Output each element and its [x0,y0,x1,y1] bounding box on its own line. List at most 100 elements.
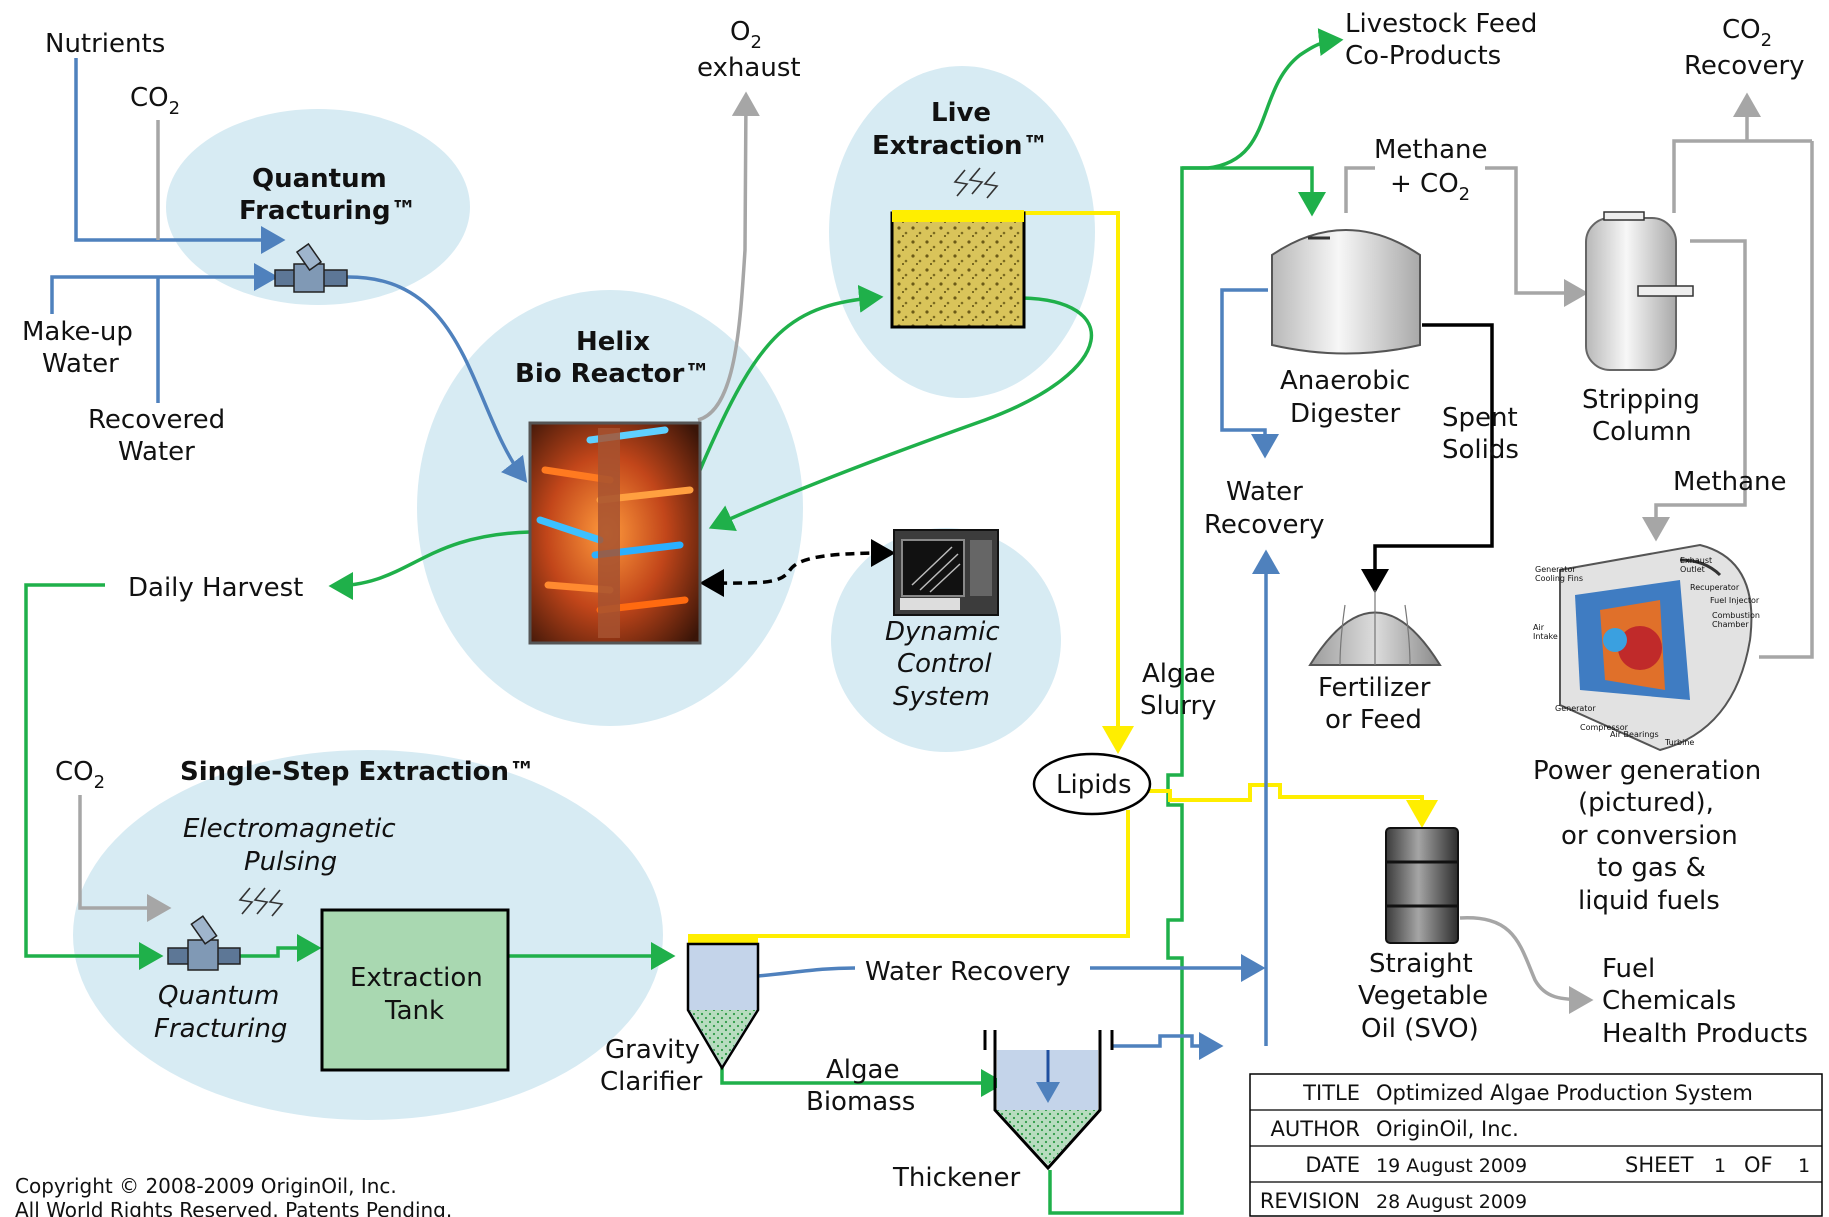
algae-slurry-label-2: Slurry [1140,691,1217,721]
title-block-revision-label: REVISION [1260,1189,1360,1213]
power-label-5: liquid fuels [1578,886,1720,916]
title-block-of-label: OF [1744,1153,1773,1177]
harvest-to-extraction-line [24,583,164,970]
turbine-label-gen-cool2: Cooling Fins [1535,574,1583,583]
power-label-1: Power generation [1533,756,1761,786]
title-block-author-value: OriginOil, Inc. [1376,1117,1519,1141]
methane-line [1642,239,1747,542]
svo-barrel [1385,827,1459,944]
spent-solids-label-1: Spent [1442,403,1518,433]
algae-biomass-label-1: Algae [826,1055,899,1085]
svo-label-1: Straight [1369,949,1473,979]
gravity-clarifier-label-1: Gravity [605,1035,700,1065]
live-extraction-lipid-line [1022,211,1134,754]
turbine-label-recuperator: Recuperator [1690,583,1740,592]
products-label-1: Fuel [1602,954,1655,984]
co2-recovery-line [1672,139,1812,213]
svo-to-products-line [1459,916,1594,1014]
gravity-clarifier [686,934,760,1071]
single-step-co2-label: CO2 [55,757,105,793]
extraction-tank-label-1: Extraction [350,963,483,993]
stripping-label-1: Stripping [1582,385,1700,415]
algae-biomass-label-2: Biomass [806,1087,915,1117]
single-step-qf-label-2: Fracturing [154,1014,287,1044]
em-pulsing-label-2: Pulsing [244,847,337,877]
fertilizer-label-2: or Feed [1325,705,1422,735]
slurry-to-digester-line [1182,166,1326,217]
stripping-column [1585,211,1694,371]
turbine-label-air-bearings: Air Bearings [1610,730,1659,739]
algae-slurry-label-1: Algae [1142,659,1215,689]
makeup-water-label-2: Water [42,349,119,379]
turbine-label-exhaust: Exhaust [1680,556,1712,565]
quantum-fracturing-bubble [166,109,470,305]
turbine-label-fuel-injector: Fuel Injector [1710,596,1760,605]
title-block-title-label: TITLE [1302,1081,1360,1105]
methane-co2-label-2: + CO2 [1390,169,1470,205]
dynamic-control-label-1: Dynamic [885,617,1000,647]
extraction-tank [320,908,510,1072]
lipids-node [1032,752,1152,816]
water-recovery-mid-label: Water Recovery [865,957,1071,987]
livestock-label-1: Livestock Feed [1345,9,1537,39]
extraction-tank-label-2: Tank [384,996,444,1026]
gravity-clarifier-label-2: Clarifier [600,1067,703,1097]
o2-exhaust-line [697,91,760,422]
live-extraction-return-line [708,296,1094,531]
reactor-to-live-extraction-line [698,284,884,471]
fracturing-to-reactor-line [345,275,528,483]
anaerobic-digester [1271,229,1421,355]
title-block-date-value: 19 August 2009 [1376,1155,1527,1177]
live-extraction-title-1: Live [931,98,991,128]
daily-harvest-label: Daily Harvest [128,573,303,603]
thickener-water-line [1112,1032,1224,1060]
copyright-line-1: Copyright © 2008-2009 OriginOil, Inc. [15,1174,397,1198]
nutrients-label: Nutrients [45,29,165,59]
title-block-date-label: DATE [1305,1153,1360,1177]
helix-title-2: Bio Reactor™ [515,359,710,389]
svo-label-2: Vegetable [1358,981,1488,1011]
dynamic-control-label-3: System [893,682,990,712]
title-block-sheet-total: 1 [1798,1155,1810,1177]
o2-label: O2 [730,17,762,53]
single-step-title: Single-Step Extraction™ [180,757,535,787]
thickener-outflow-line [1048,28,1344,1215]
svo-label-3: Oil (SVO) [1361,1014,1479,1044]
makeup-water-line [50,263,279,314]
lipids-to-svo-line [1144,783,1438,828]
turbine-label-combustion1: Combustion [1712,611,1760,620]
copyright-line-2: All World Rights Reserved. Patents Pendi… [15,1198,452,1217]
clarifier-water-line [757,966,856,978]
live-extraction-tank [890,167,1026,329]
fracturing-to-tank-line [240,934,322,962]
water-recovery-right-label-1: Water [1226,477,1303,507]
microturbine-cutaway [1559,543,1753,752]
live-extraction-title-2: Extraction™ [872,131,1048,161]
title-block: TITLE Optimized Algae Production System … [1249,1073,1823,1217]
stripping-label-2: Column [1592,417,1692,447]
co2-recovery-right-line [1759,141,1814,659]
clarifier-lipid-line [758,810,1130,938]
turbine-label-gen-cool1: Generator [1535,565,1576,574]
co2-input-label: CO2 [130,83,180,119]
control-link-line [699,539,896,598]
recovered-water-label-2: Water [118,437,195,467]
turbine-label-compressor: Compressor [1580,723,1629,732]
helix-bioreactor-image [528,421,702,645]
turbine-label-air1: Air [1533,623,1545,632]
helix-title-1: Helix [576,327,650,357]
turbine-label-outlet: Outlet [1680,565,1705,574]
spent-solids-label-2: Solids [1442,435,1519,465]
livestock-label-2: Co-Products [1345,41,1501,71]
digester-water-line [1220,288,1279,459]
dynamic-control-label-2: Control [897,649,992,679]
quantum-fracturing-title-2: Fracturing™ [239,196,417,226]
control-computer-icon [893,529,999,616]
title-block-author-label: AUTHOR [1271,1117,1360,1141]
turbine-label-generator: Generator [1555,704,1596,713]
single-step-co2-line [78,795,172,922]
single-step-fracturing-valve [167,887,284,971]
water-recovery-right-label-2: Recovery [1204,510,1325,540]
products-label-2: Chemicals [1602,986,1736,1016]
